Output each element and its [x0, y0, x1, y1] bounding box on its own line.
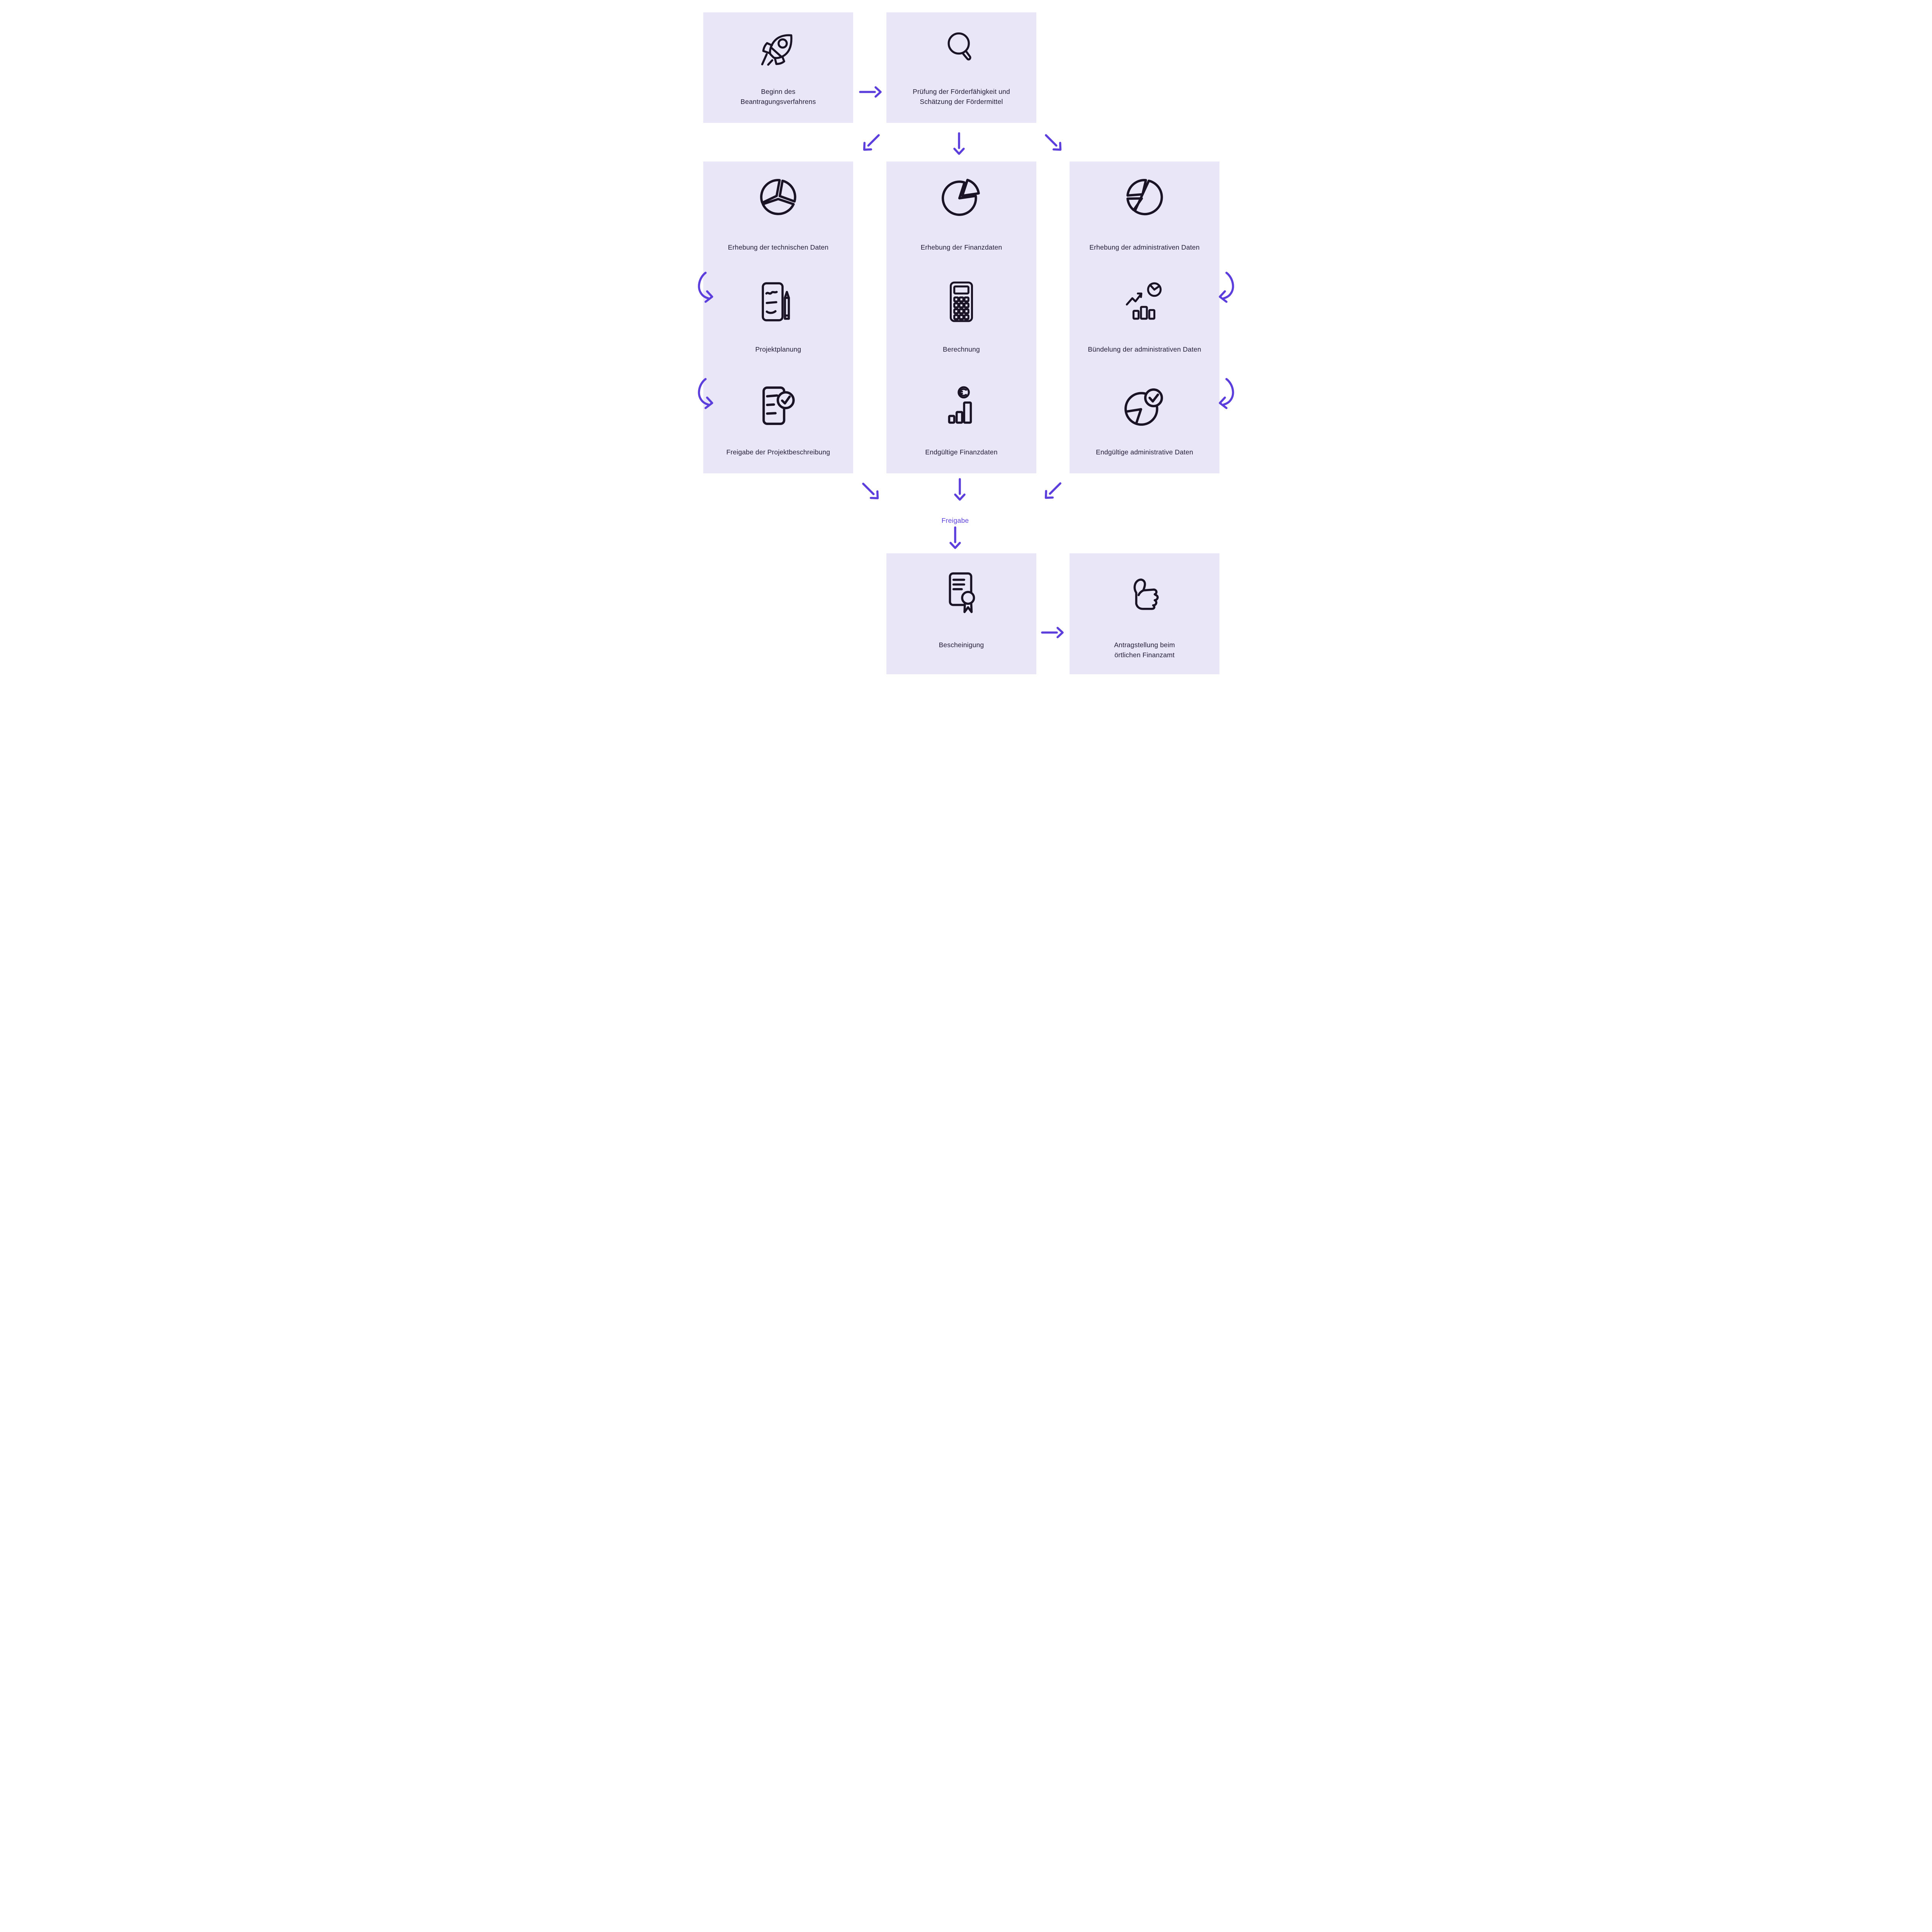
arrow-down-icon — [953, 478, 967, 501]
node-certificate-label: Bescheinigung — [939, 641, 984, 649]
node-submission: Antragstellung beim örtlichen Finanzamt — [1070, 553, 1219, 674]
step-label: Bündelung der administrativen Daten — [1088, 345, 1201, 353]
node-submission-label: Antragstellung beim örtlichen Finanzamt — [1114, 641, 1175, 659]
certificate-icon — [940, 571, 983, 614]
flow-diagram: Beginn des Beantragungsverfahrens Prüfun… — [676, 0, 1256, 690]
magnifier-icon — [941, 29, 982, 70]
step-label: Erhebung der technischen Daten — [728, 243, 829, 251]
arrow-down-left-icon — [1040, 478, 1066, 504]
node-certificate: Bescheinigung — [886, 553, 1036, 674]
curved-arrow-icon — [695, 378, 713, 410]
arrow-right-icon — [859, 85, 882, 99]
curved-arrow-icon — [1219, 271, 1237, 304]
arrow-down-icon — [952, 132, 966, 155]
step-label: Berechnung — [943, 345, 980, 353]
node-start: Beginn des Beantragungsverfahrens — [703, 12, 853, 123]
arrow-down-right-icon — [1040, 129, 1066, 156]
thumbs-up-icon — [1123, 571, 1166, 614]
step-label: Erhebung der administrativen Daten — [1089, 243, 1200, 251]
step-label: Endgültige Finanzdaten — [925, 448, 998, 456]
node-assessment: Prüfung der Förderfähigkeit und Schätzun… — [886, 12, 1036, 123]
pie-chart-segments-icon — [757, 175, 800, 218]
rocket-icon — [758, 29, 799, 70]
pie-check-icon — [1123, 384, 1166, 428]
column-administrative: Erhebung der administrativen Daten Bünde… — [1070, 162, 1219, 473]
step-label: Endgültige administrative Daten — [1096, 448, 1193, 456]
trend-pie-bars-icon — [1123, 280, 1166, 323]
column-financial: Erhebung der Finanzdaten Berechnung — [886, 162, 1036, 473]
pie-chart-slice-icon — [940, 175, 983, 218]
arrow-right-icon — [1041, 626, 1064, 639]
document-check-icon — [757, 384, 800, 428]
arrow-down-left-icon — [858, 129, 884, 156]
pie-chart-diagonal-icon — [1123, 175, 1166, 218]
step-label: Freigabe der Projektbeschreibung — [726, 448, 830, 456]
node-start-label: Beginn des Beantragungsverfahrens — [740, 88, 816, 106]
step-label: Projektplanung — [755, 345, 801, 353]
calculator-icon — [940, 280, 983, 323]
column-technical: Erhebung der technischen Daten Projektpl… — [703, 162, 853, 473]
step-label: Erhebung der Finanzdaten — [920, 243, 1002, 251]
euro-bar-chart-icon — [940, 384, 983, 428]
gate-label: Freigabe — [941, 517, 969, 524]
arrow-down-right-icon — [857, 478, 884, 504]
arrow-down-icon — [948, 526, 962, 549]
node-assessment-label: Prüfung der Förderfähigkeit und Schätzun… — [913, 88, 1010, 106]
curved-arrow-icon — [1219, 378, 1237, 410]
curved-arrow-icon — [695, 271, 713, 304]
notebook-pencil-icon — [757, 280, 800, 323]
